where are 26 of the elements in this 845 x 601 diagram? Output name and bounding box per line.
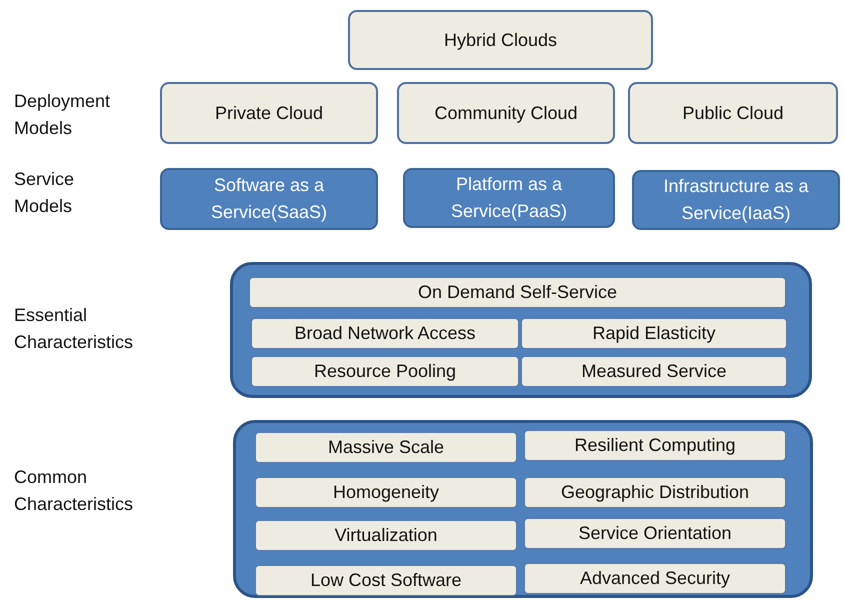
- row-label: Essential Characteristics: [14, 304, 134, 354]
- characteristic-box: Geographic Distribution: [524, 477, 786, 508]
- characteristic-box: Resilient Computing: [524, 430, 786, 461]
- deployment-box: Private Cloud: [160, 82, 378, 144]
- service-box: Platform as a Service(PaaS): [403, 168, 615, 228]
- service-box: Software as a Service(SaaS): [160, 168, 378, 230]
- deployment-box: Hybrid Clouds: [348, 10, 653, 70]
- characteristic-box: Advanced Security: [524, 563, 786, 594]
- characteristic-box: Resource Pooling: [251, 356, 519, 387]
- characteristic-box: Homogeneity: [255, 477, 517, 508]
- characteristic-box: Low Cost Software: [255, 565, 517, 596]
- characteristic-box: Service Orientation: [524, 518, 786, 549]
- group-panel: [233, 420, 813, 598]
- service-box: Infrastructure as a Service(IaaS): [632, 170, 840, 230]
- characteristic-box: Rapid Elasticity: [521, 318, 787, 349]
- deployment-box: Public Cloud: [628, 82, 838, 144]
- characteristic-box: Broad Network Access: [251, 318, 519, 349]
- row-label: Deployment Models: [14, 90, 110, 140]
- characteristic-box: On Demand Self-Service: [249, 277, 786, 308]
- group-panel: [230, 262, 812, 398]
- deployment-box: Community Cloud: [397, 82, 615, 144]
- characteristic-box: Measured Service: [521, 356, 787, 387]
- characteristic-box: Virtualization: [255, 520, 517, 551]
- characteristic-box: Massive Scale: [255, 432, 517, 463]
- row-label: Service Models: [14, 168, 74, 218]
- row-label: Common Characteristics: [14, 466, 134, 516]
